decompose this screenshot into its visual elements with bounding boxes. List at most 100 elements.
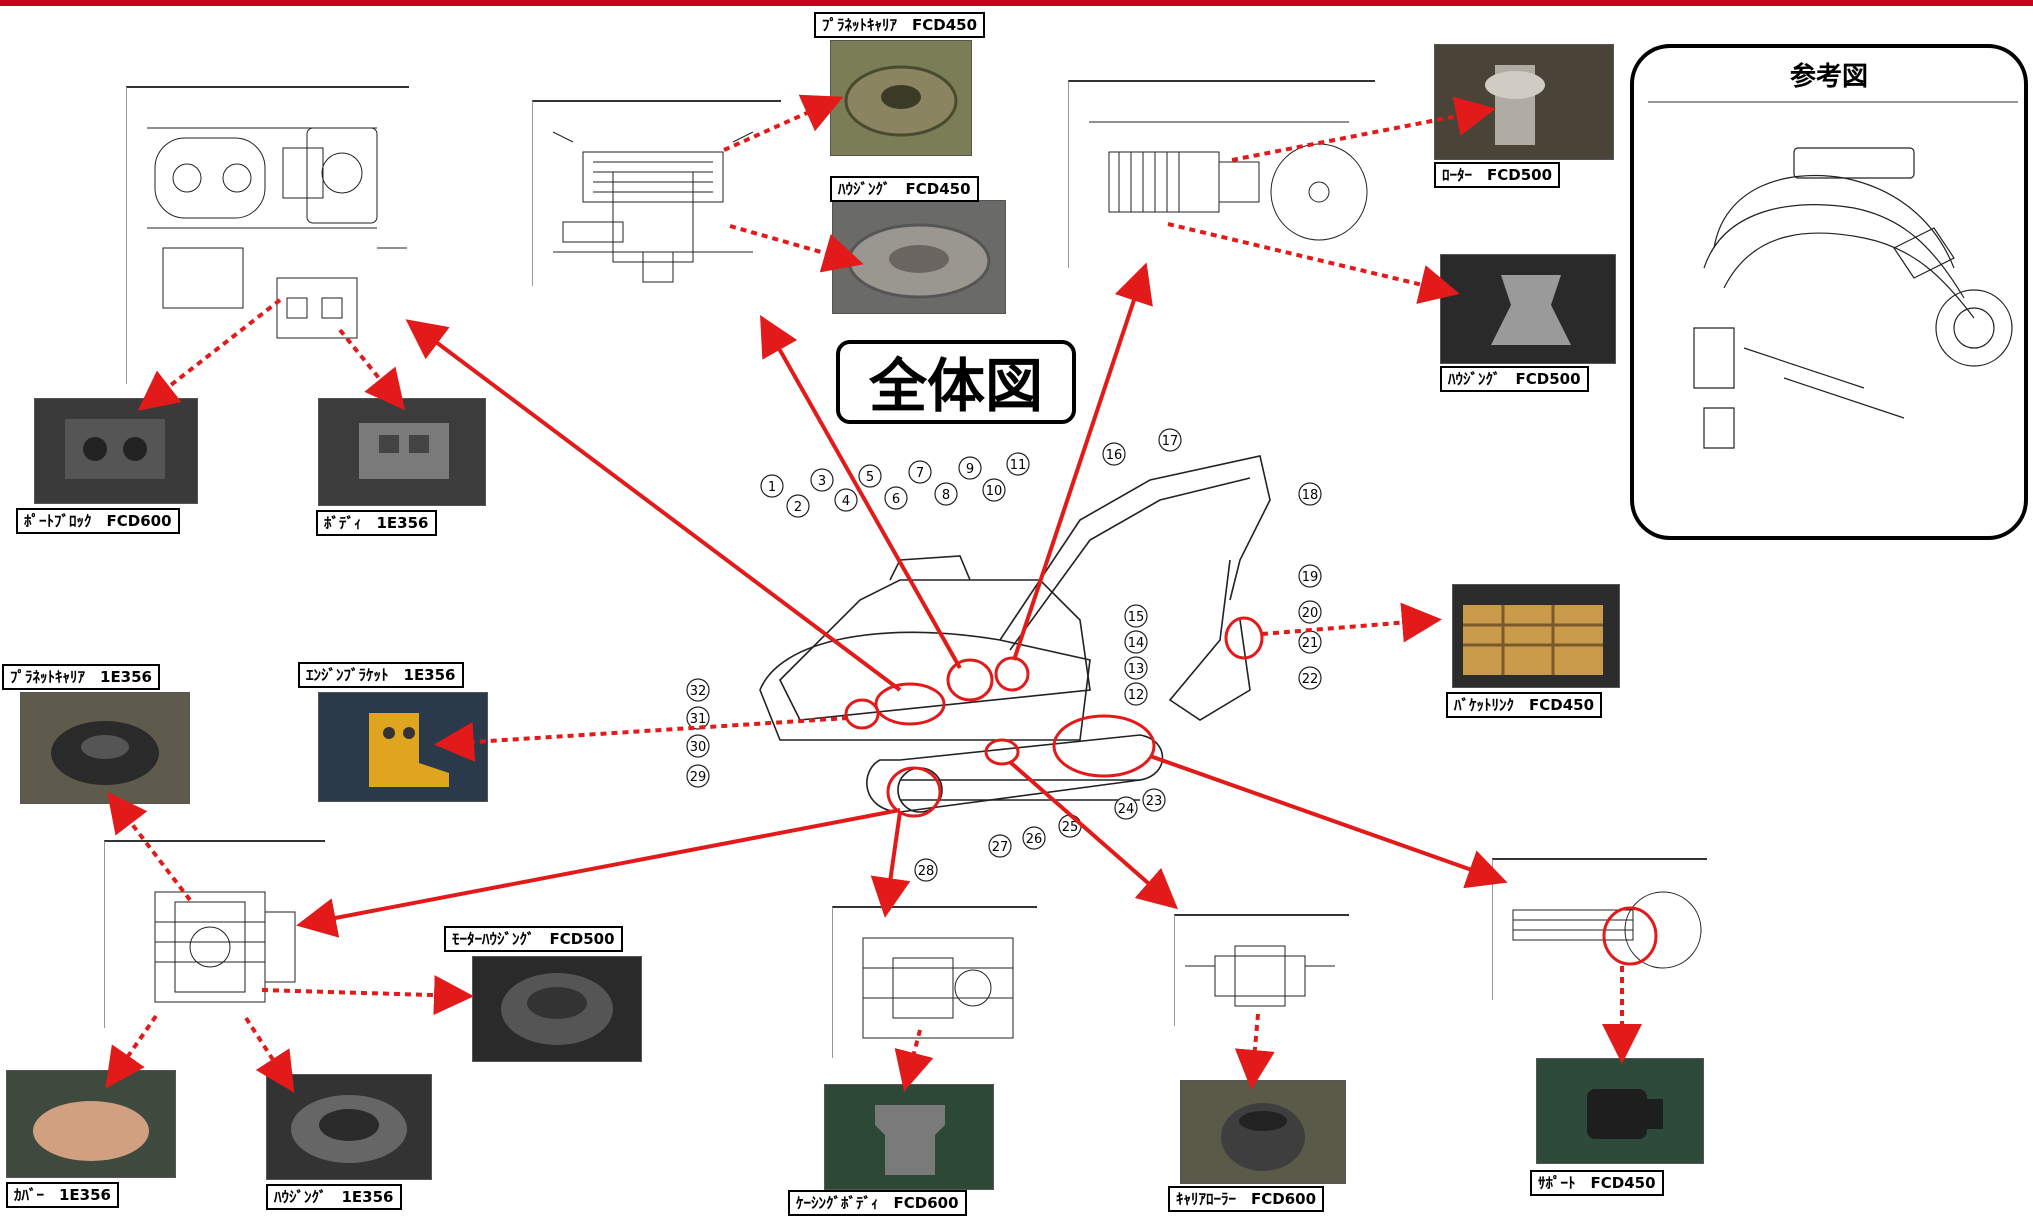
reference-figure: 参考図 [1630,44,2028,540]
drawing-lower-center [832,906,1037,1058]
svg-text:11: 11 [1010,458,1027,473]
drawing-upper-right [1068,80,1375,268]
arrow-to-upper-center [760,315,962,669]
photo-motor-housing [472,956,642,1062]
svg-text:2: 2 [794,500,802,515]
arrow-to-upper-left [405,319,902,692]
svg-text:27: 27 [992,840,1009,855]
callout-number: 31 [686,706,710,730]
svg-text:21: 21 [1302,636,1319,651]
drawing-lower-right-1-lines [1185,945,1335,1007]
callout-number: 15 [1124,604,1148,628]
label-body: ﾎﾞﾃﾞｨ 1E356 [316,510,437,536]
svg-text:31: 31 [690,712,707,727]
dotted-to-planet-carrier-left [107,791,192,902]
dotted-to-housing-fcd500 [1167,222,1460,304]
callout-numbers: 1234567891011121314151617181920212223242… [686,428,1322,882]
arrow-to-lower-right-2 [1149,754,1508,889]
callout-number: 3 [810,468,834,492]
callout-number: 32 [686,678,710,702]
svg-text:29: 29 [690,770,707,785]
drawing-upper-left [126,86,409,384]
label-planet-carrier-top: ﾌﾟﾗﾈｯﾄｷｬﾘｱ FCD450 [814,12,986,38]
photo-housing-top [832,200,1006,314]
arrow-to-lower-center [870,811,911,918]
callout-number: 13 [1124,656,1148,680]
callout-number: 26 [1022,826,1046,850]
highlight-circle-pump [946,658,994,702]
svg-text:19: 19 [1302,570,1319,585]
dotted-to-motor-housing [261,975,474,1016]
svg-text:1: 1 [768,480,776,495]
dotted-to-casing-body [894,1029,934,1092]
drawing-upper-center [532,100,781,286]
callout-number: 16 [1102,442,1126,466]
callout-number: 14 [1124,630,1148,654]
photo-carrier-roller [1180,1080,1346,1184]
page-title: 全体図 [836,340,1076,424]
label-cover: ｶﾊﾞｰ 1E356 [6,1182,119,1208]
label-engine-bracket: ｴﾝｼﾞﾝﾌﾞﾗｹｯﾄ 1E356 [298,662,464,688]
callout-number: 28 [914,858,938,882]
svg-text:22: 22 [1302,672,1319,687]
dotted-to-housing-top [729,224,864,273]
svg-text:3: 3 [818,474,826,489]
svg-text:23: 23 [1146,794,1163,809]
svg-text:9: 9 [966,462,974,477]
callout-number: 17 [1158,428,1182,452]
svg-text:24: 24 [1118,802,1135,817]
highlight-circle-engine [844,698,880,730]
drawing-lower-right-2-lines [1512,891,1702,969]
top-bar [0,0,2033,6]
arrow-to-upper-right [1012,262,1153,661]
highlight-circle-carrier [984,738,1020,766]
drawing-lower-right-1 [1174,914,1349,1026]
callout-number: 22 [1298,666,1322,690]
svg-text:5: 5 [866,470,874,485]
label-carrier-roller: ｷｬﾘｱﾛｰﾗｰ FCD600 [1168,1186,1325,1212]
callout-number: 1 [760,474,784,498]
drawing-lower-right-2 [1492,858,1707,1000]
dotted-to-bucket-link [1261,602,1442,643]
photo-bucket-link [1452,584,1620,688]
callout-number: 30 [686,734,710,758]
callout-number: 18 [1298,482,1322,506]
callout-number: 7 [908,460,932,484]
callout-number: 20 [1298,600,1322,624]
svg-text:14: 14 [1128,636,1145,651]
highlight-circle-support [1602,906,1658,966]
dotted-to-housing-1e356 [244,1016,295,1093]
reference-hydraulic-drawing [1648,101,2018,449]
photo-planet-carrier-left [20,692,190,804]
arrow-to-lower-right-1 [1008,760,1179,910]
callout-number: 4 [834,488,858,512]
label-rotor: ﾛｰﾀｰ FCD500 [1434,162,1561,188]
svg-text:15: 15 [1128,610,1145,625]
callout-number: 19 [1298,564,1322,588]
photo-rotor [1434,44,1614,160]
label-bucket-link: ﾊﾞｹｯﾄﾘﾝｸ FCD450 [1446,692,1603,718]
svg-text:26: 26 [1026,832,1043,847]
photo-port-block [34,398,198,504]
callout-number: 5 [858,464,882,488]
svg-text:32: 32 [690,684,707,699]
drawing-lower-left [104,840,325,1028]
label-housing-1e356: ﾊｳｼﾞﾝｸﾞ 1E356 [266,1184,402,1210]
dotted-to-cover [105,1014,158,1089]
svg-text:16: 16 [1106,448,1123,463]
photo-cover [6,1070,176,1178]
callout-number: 9 [958,456,982,480]
svg-text:20: 20 [1302,606,1319,621]
callout-number: 2 [786,494,810,518]
dotted-to-planet-carrier-top [723,94,844,152]
callout-number: 23 [1142,788,1166,812]
callout-number: 10 [982,478,1006,502]
dotted-to-body [338,328,406,411]
photo-housing-fcd500 [1440,254,1616,364]
dotted-to-engine-bracket [434,716,849,762]
svg-text:12: 12 [1128,688,1145,703]
svg-text:10: 10 [986,484,1003,499]
callout-number: 29 [686,764,710,788]
svg-text:7: 7 [916,466,924,481]
